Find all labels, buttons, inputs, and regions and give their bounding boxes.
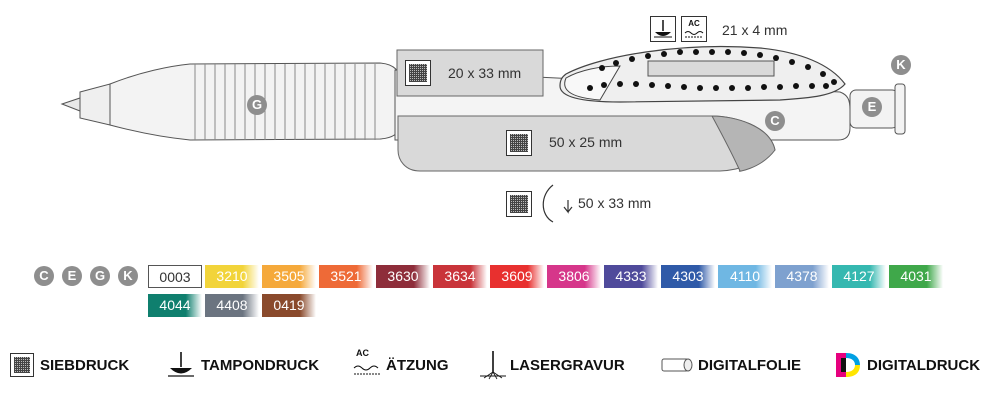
color-swatch: 4031 xyxy=(889,265,943,288)
position-badge-c: C xyxy=(765,111,785,131)
color-swatch: 3634 xyxy=(433,265,487,288)
legend-label: ÄTZUNG xyxy=(386,357,449,374)
pen-cone xyxy=(79,83,111,126)
position-badge-e: E xyxy=(862,97,882,117)
etching-icon: AC xyxy=(681,16,707,42)
etching-icon-text: AC xyxy=(356,348,369,358)
screen-print-icon xyxy=(506,130,532,156)
color-badge-c: C xyxy=(34,266,54,286)
legend-label: TAMPONDRUCK xyxy=(201,357,320,374)
color-swatch: 3521 xyxy=(319,265,373,288)
digital-foil-icon xyxy=(661,358,693,372)
screen-print-icon xyxy=(10,353,34,377)
legend-label: SIEBDRUCK xyxy=(40,357,130,374)
color-badge-e: E xyxy=(62,266,82,286)
color-badge-k: K xyxy=(118,266,138,286)
rotate-arrow-icon xyxy=(542,184,554,223)
digital-print-icon xyxy=(836,353,860,377)
color-swatch: 3609 xyxy=(490,265,544,288)
clip-tip xyxy=(564,65,621,101)
etching-icon-text: AC xyxy=(688,19,700,28)
color-swatch: 4110 xyxy=(718,265,772,288)
screen-print-icon xyxy=(405,60,431,86)
legend-label: LASERGRAVUR xyxy=(510,357,625,374)
color-swatch: 4044 xyxy=(148,294,202,317)
color-badge-g: G xyxy=(90,266,110,286)
pen-cap-end xyxy=(894,83,906,135)
clip-imprint-size: 21 x 4 mm xyxy=(722,22,788,38)
legend-label: DIGITALDRUCK xyxy=(867,357,981,374)
rotary-imprint-size: 50 x 33 mm xyxy=(578,195,652,211)
screen-print-icon xyxy=(506,191,532,217)
pen-illustration xyxy=(60,46,906,223)
position-badge-k: K xyxy=(891,55,911,75)
pad-print-icon xyxy=(168,352,194,377)
color-swatch: 4408 xyxy=(205,294,259,317)
color-swatch: 4127 xyxy=(832,265,886,288)
position-badge-g: G xyxy=(247,95,267,115)
pad-print-icon xyxy=(650,16,676,42)
etching-icon xyxy=(353,365,380,375)
upper-imprint-size: 20 x 33 mm xyxy=(448,65,522,81)
lower-imprint-curve xyxy=(711,115,776,172)
color-swatch: 4303 xyxy=(661,265,715,288)
color-swatch: 3630 xyxy=(376,265,430,288)
color-swatch: 0003 xyxy=(148,265,202,288)
color-swatch: 3505 xyxy=(262,265,316,288)
clip-dots xyxy=(587,49,837,91)
laser-engraving-icon xyxy=(480,351,506,380)
clip-imprint-area xyxy=(647,60,775,77)
color-swatch: 0419 xyxy=(262,294,316,317)
lower-imprint-size: 50 x 25 mm xyxy=(549,134,623,150)
legend-label: DIGITALFOLIE xyxy=(698,357,802,374)
color-swatch: 4378 xyxy=(775,265,829,288)
color-swatch: 3806 xyxy=(547,265,601,288)
pen-tip xyxy=(60,97,81,112)
color-swatch: 4333 xyxy=(604,265,658,288)
color-swatch: 3210 xyxy=(205,265,259,288)
